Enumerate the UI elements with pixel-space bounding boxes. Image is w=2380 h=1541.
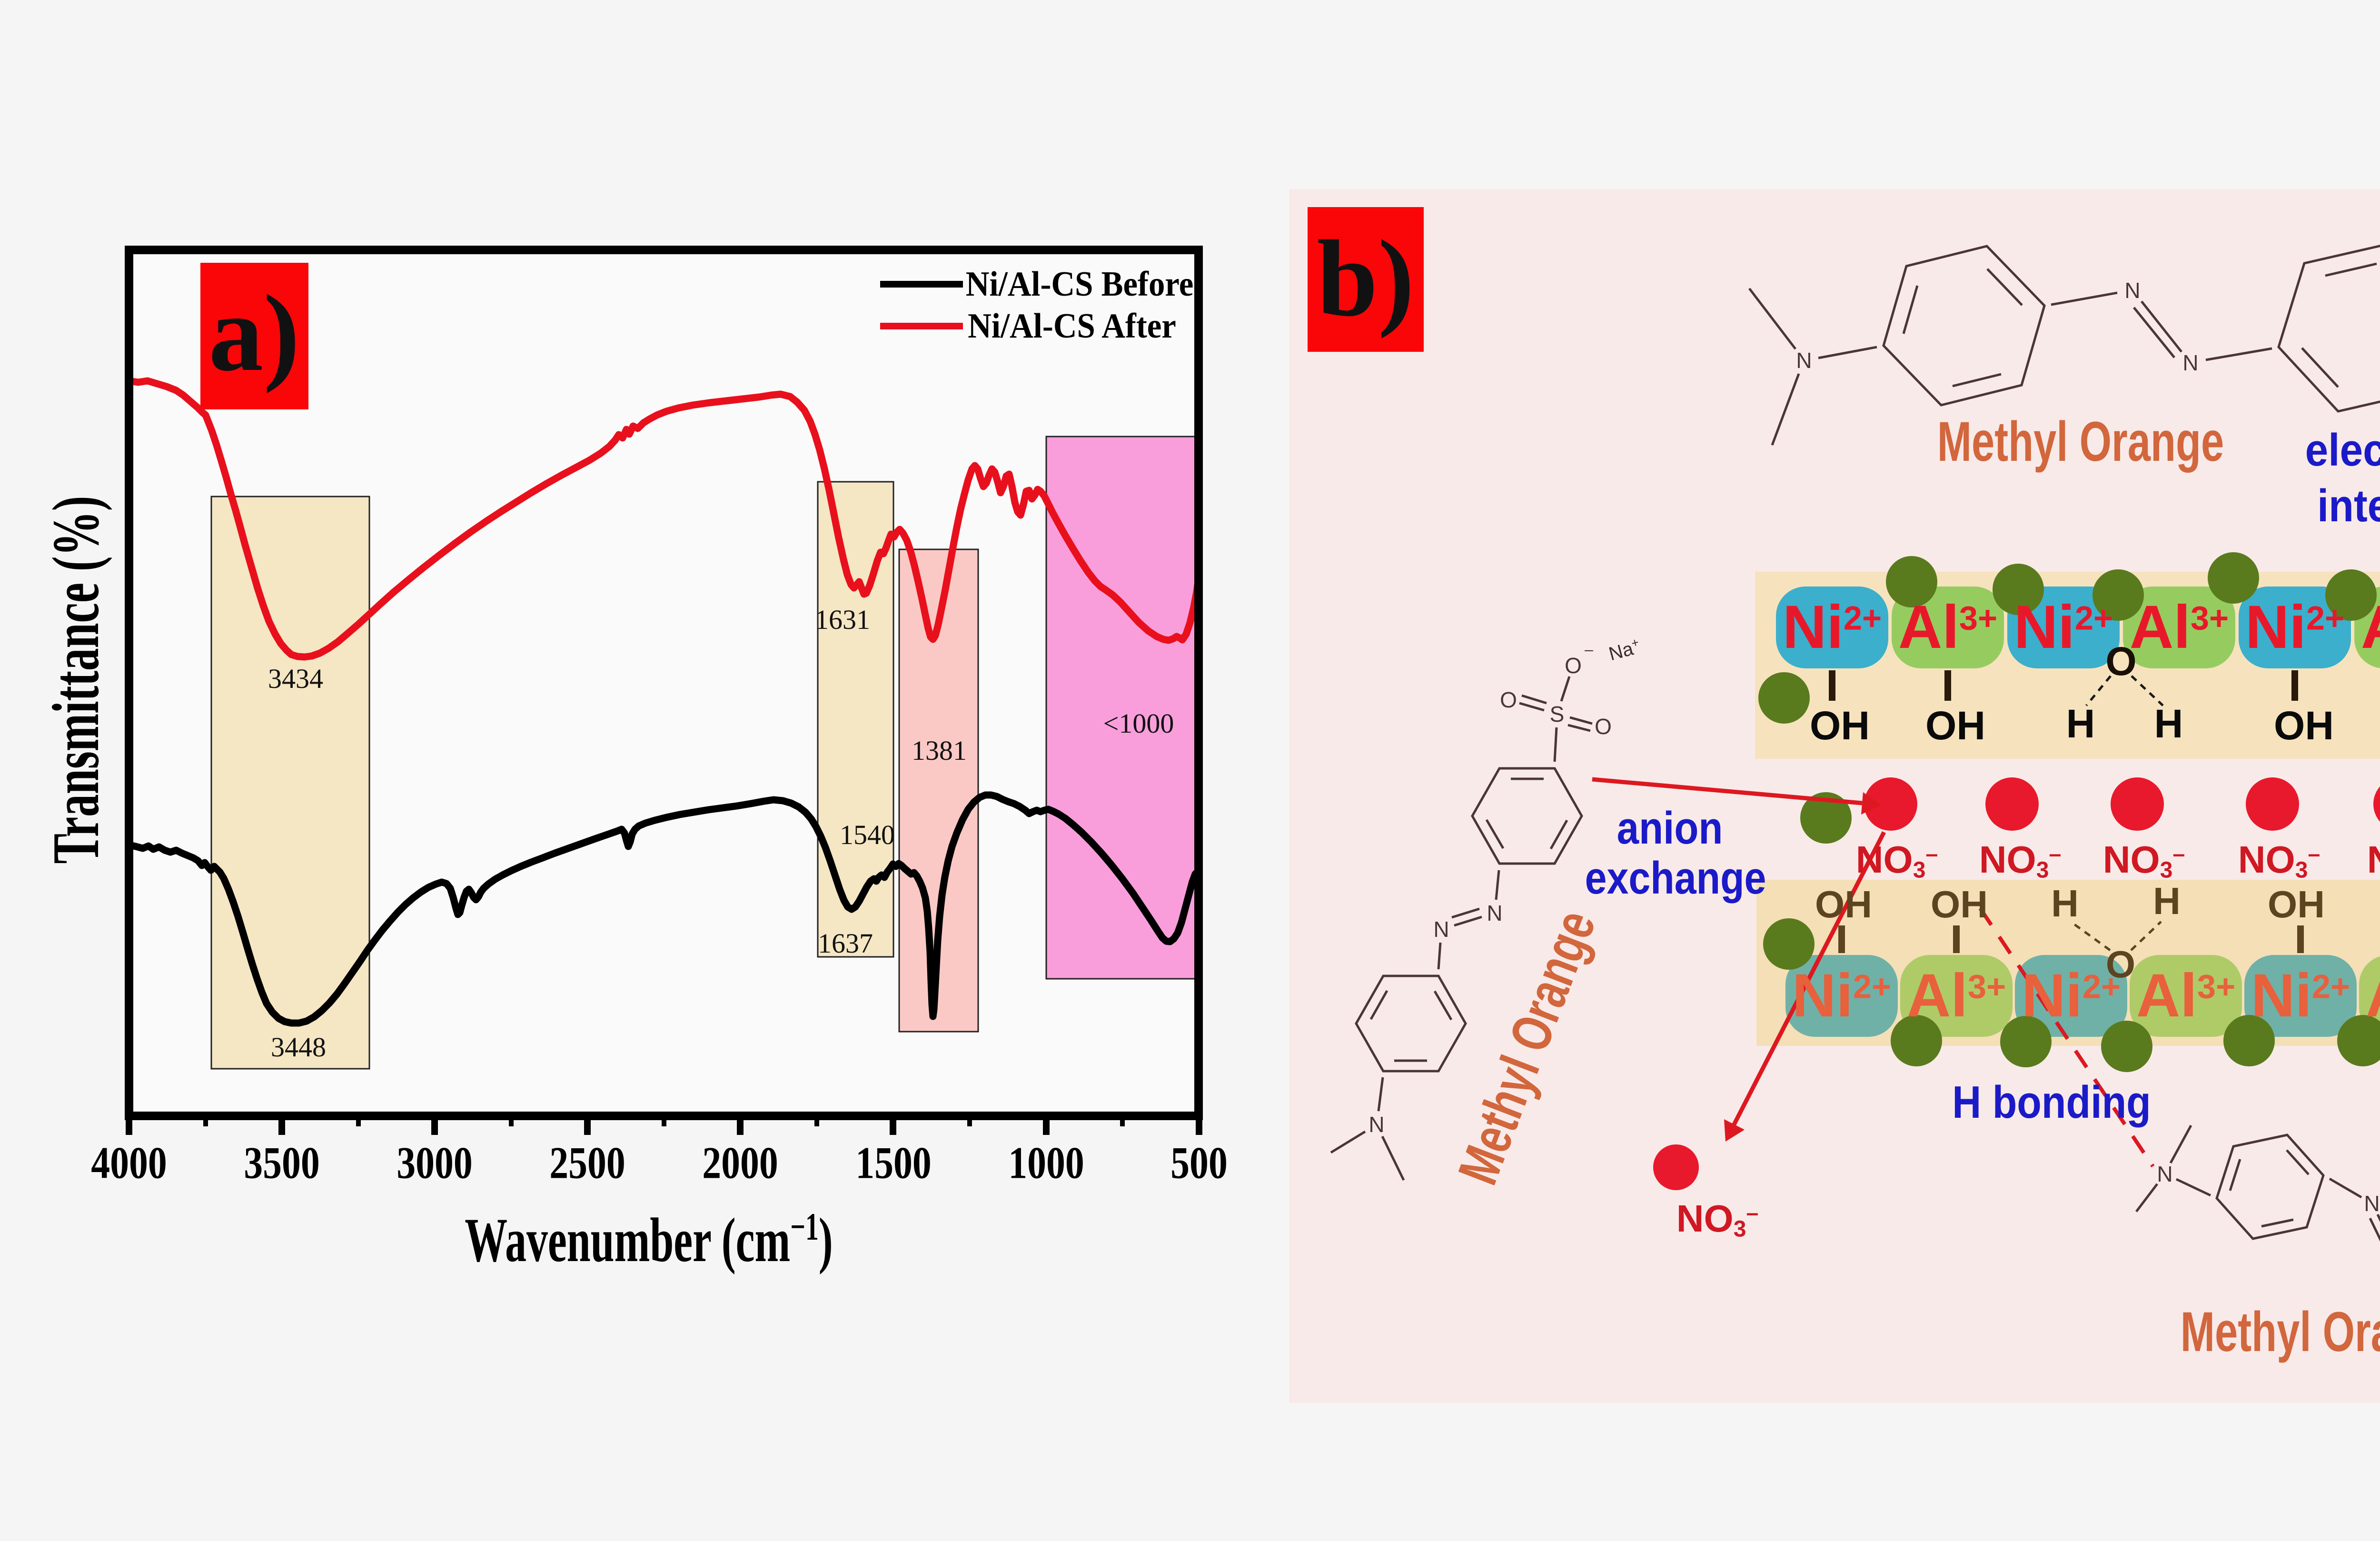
svg-text:N: N: [2182, 350, 2198, 375]
svg-text:N: N: [2364, 1191, 2380, 1216]
svg-text:N: N: [1368, 1112, 1384, 1137]
svg-text:N: N: [1487, 901, 1502, 925]
svg-text:N: N: [2124, 278, 2140, 303]
svg-text:N: N: [1433, 917, 1449, 942]
svg-text:S: S: [1550, 702, 1565, 726]
svg-text:N: N: [2157, 1162, 2172, 1186]
svg-text:N: N: [1796, 348, 1812, 373]
svg-text:–: –: [1585, 641, 1593, 658]
svg-text:O: O: [1500, 687, 1517, 712]
svg-text:O: O: [1595, 714, 1612, 739]
svg-text:O: O: [1565, 653, 1582, 678]
